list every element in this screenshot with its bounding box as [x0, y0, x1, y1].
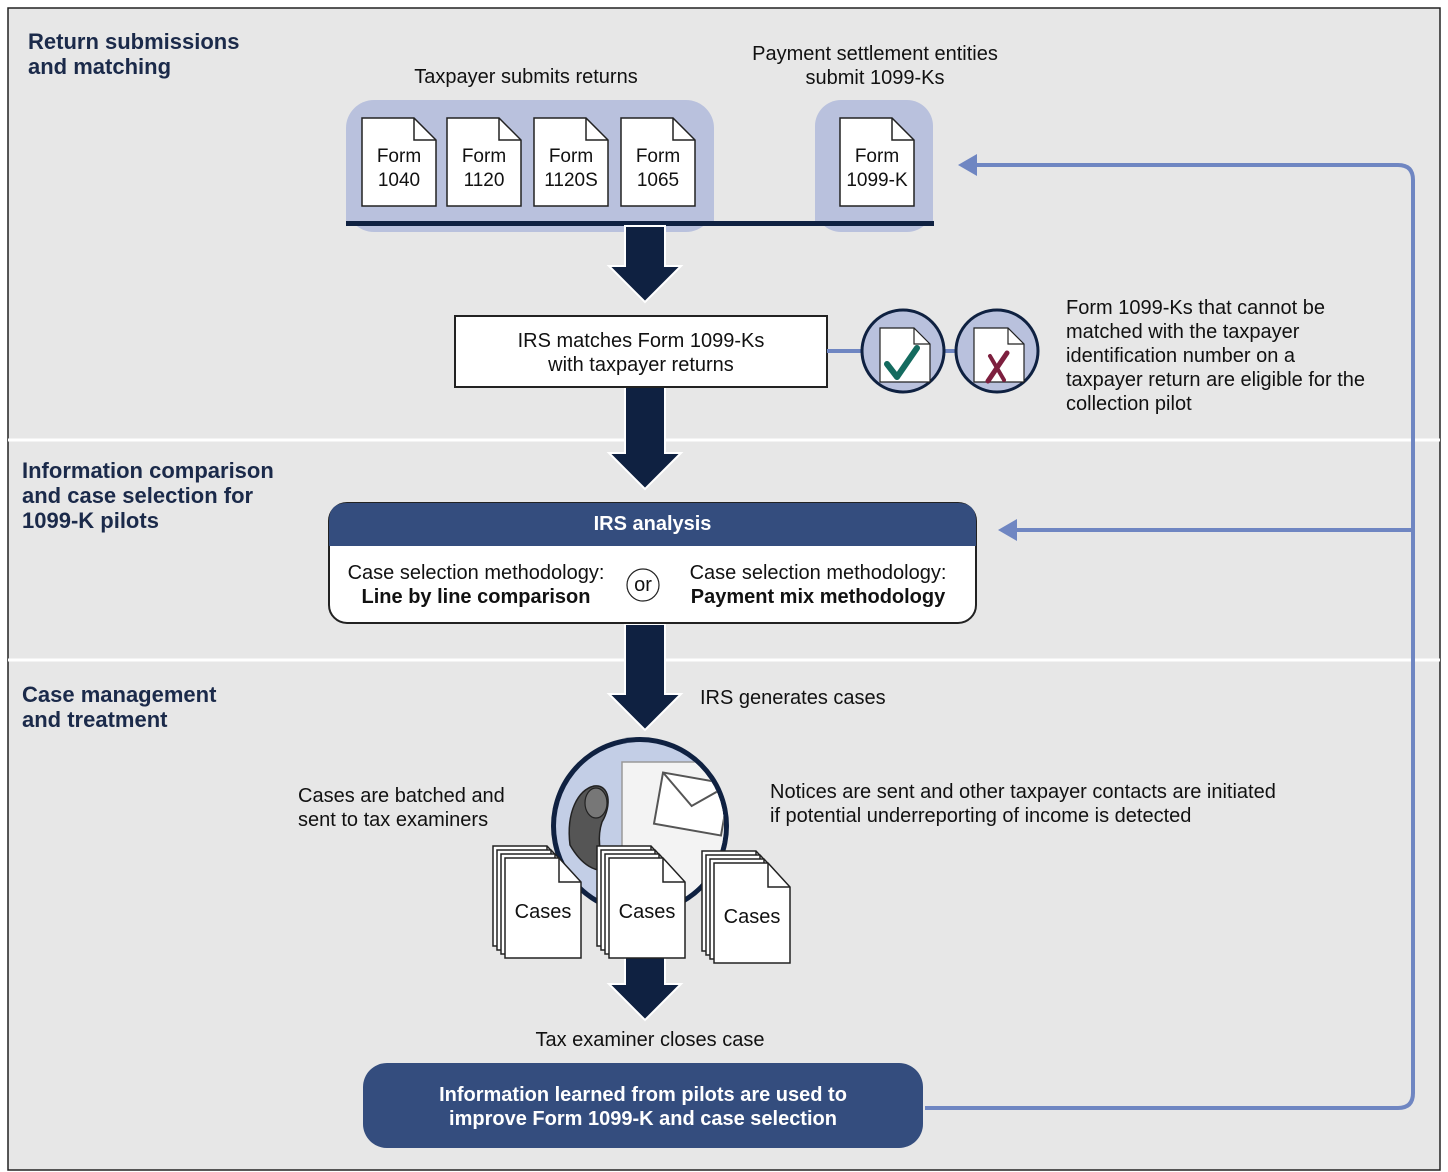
cases-label: Cases: [723, 906, 781, 928]
line-by-line-method: Case selection methodology:Line by line …: [347, 562, 605, 608]
examiner-closes-caption: Tax examiner closes case: [535, 1029, 765, 1051]
irs-analysis-title: IRS analysis: [593, 513, 712, 535]
or-label: or: [634, 574, 652, 596]
down-arrow: [606, 385, 684, 491]
final-improvement-box: [363, 1063, 923, 1148]
matched-checkmark-icon: [860, 308, 946, 394]
payment-mix-method: Case selection methodology:Payment mix m…: [689, 562, 947, 608]
cases-label: Cases: [514, 901, 572, 923]
down-arrow: [606, 225, 684, 304]
feedback-loop-arrow: [925, 154, 1415, 1110]
irs-generates-caption: IRS generates cases: [700, 687, 886, 709]
unmatched-x-mark-icon: [954, 308, 1040, 394]
cases-label: Cases: [618, 901, 676, 923]
taxpayer-submits-caption: Taxpayer submits returns: [414, 66, 638, 88]
or-circle: [626, 568, 660, 602]
tray-base-line: [346, 221, 934, 226]
envelope-icon: [652, 771, 724, 837]
irs-analysis-header: [329, 503, 976, 546]
down-arrow: [606, 623, 684, 732]
notices-sent-note: Notices are sent and other taxpayer cont…: [770, 781, 1276, 827]
final-box-text: Information learned from pilots are used…: [439, 1084, 847, 1130]
